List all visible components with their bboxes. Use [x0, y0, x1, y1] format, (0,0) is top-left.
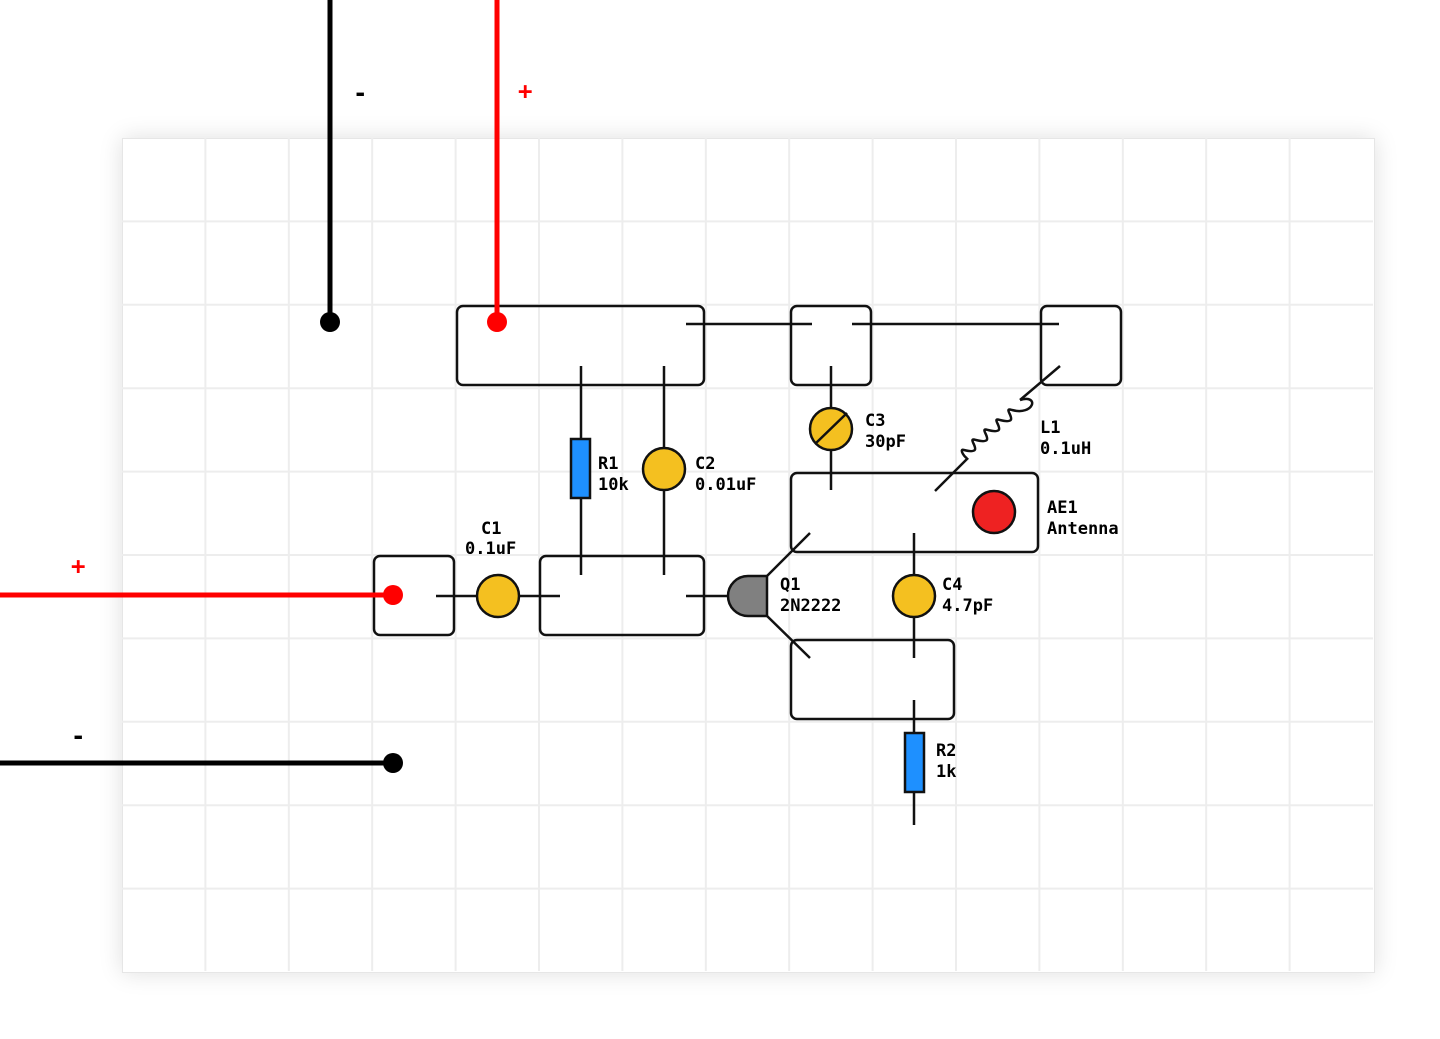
pad-top-right[interactable] [1039, 304, 1123, 387]
top-positive-sign: + [518, 77, 532, 105]
capacitor-c1[interactable] [475, 573, 521, 619]
lead-q1-emitter [764, 613, 811, 659]
c2-ref-label: C2 [695, 454, 715, 474]
left-negative-sign: - [71, 722, 85, 750]
c1-ref-label: C1 [481, 519, 501, 539]
antenna-ae1[interactable] [971, 489, 1017, 535]
lead-l1-bottom [934, 457, 969, 492]
c2-value-label: 0.01uF [695, 475, 756, 495]
lead-l1-top [1019, 365, 1061, 401]
r2-ref-label: R2 [936, 741, 956, 761]
c1-value-label: 0.1uF [465, 539, 516, 559]
r1-value-label: 10k [598, 475, 629, 495]
r1-ref-label: R1 [598, 454, 618, 474]
inductor-coil[interactable] [960, 397, 1034, 460]
left-positive-sign: + [71, 552, 85, 580]
capacitor-c4[interactable] [891, 573, 937, 619]
c3-ref-label: C3 [865, 411, 885, 431]
wire-end-left-negative[interactable] [383, 753, 403, 773]
trimmer-slash-icon [814, 412, 848, 445]
q1-ref-label: Q1 [780, 575, 800, 595]
l1-value-label: 0.1uH [1040, 439, 1091, 459]
wire-end-left-positive[interactable] [383, 585, 403, 605]
lead-q1-collector [764, 532, 811, 579]
resistor-r1[interactable] [569, 437, 592, 500]
c4-value-label: 4.7pF [942, 596, 993, 616]
capacitor-c2[interactable] [641, 446, 687, 492]
resistor-r2[interactable] [903, 731, 926, 794]
traces [436, 322, 1061, 825]
ae1-ref-label: AE1 [1047, 498, 1078, 518]
top-negative-sign: - [353, 79, 367, 107]
r2-value-label: 1k [936, 762, 956, 782]
l1-ref-label: L1 [1040, 418, 1060, 438]
q1-value-label: 2N2222 [780, 596, 841, 616]
c3-value-label: 30pF [865, 432, 906, 452]
wire-end-top-positive[interactable] [487, 312, 507, 332]
wire-end-top-negative[interactable] [320, 312, 340, 332]
c4-ref-label: C4 [942, 575, 962, 595]
pad-emitter[interactable] [789, 638, 956, 721]
ae1-value-label: Antenna [1047, 519, 1119, 539]
board-grid [122, 138, 1373, 971]
transistor-q1[interactable] [726, 574, 769, 618]
